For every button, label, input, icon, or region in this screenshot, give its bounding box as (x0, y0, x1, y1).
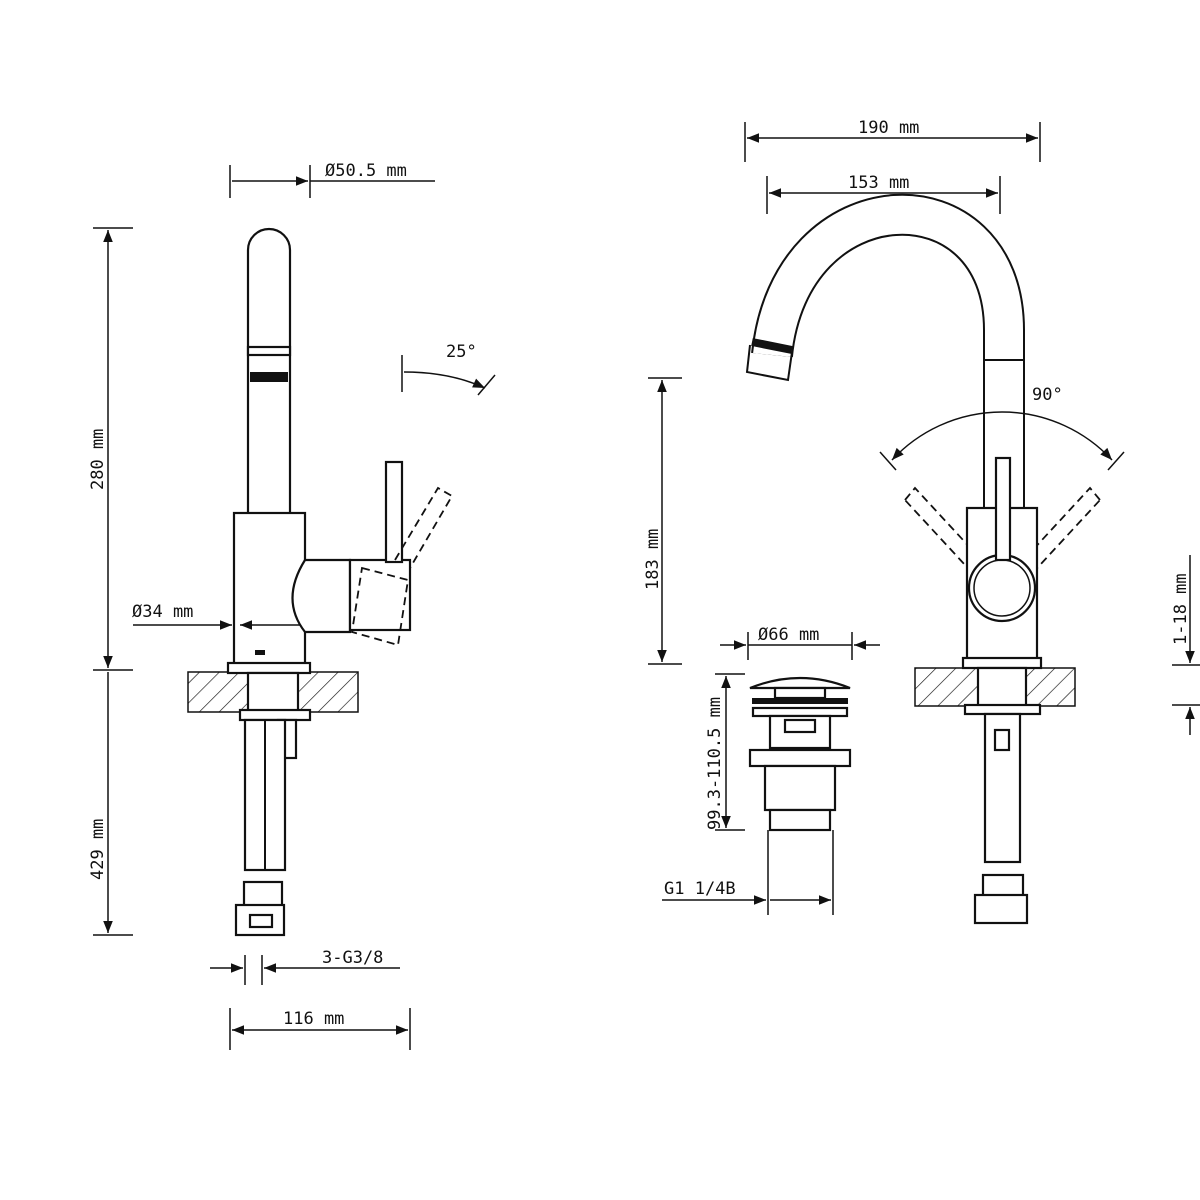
label-connection: 3-G3/8 (322, 948, 383, 968)
front-supply-hoses (983, 712, 1022, 864)
label-depth: 116 mm (283, 1009, 344, 1029)
front-base-plate (961, 656, 1043, 670)
dim-hose-length: 429 mm (88, 672, 133, 936)
front-lever (994, 456, 1012, 562)
waste-body (763, 764, 837, 812)
dim-waste-height: 99.3-110.5 mm (705, 673, 745, 831)
label-total-reach: 190 mm (858, 118, 919, 138)
dim-lever-tilt: 25° (401, 342, 496, 396)
supply-hoses (243, 718, 287, 872)
dim-total-reach: 190 mm (744, 118, 1041, 162)
lever (384, 460, 404, 564)
front-fixing-plate (963, 703, 1042, 716)
front-angle-valve (973, 873, 1029, 925)
dim-waste-thread: G1 1/4B (662, 830, 834, 915)
waste-spring (783, 718, 817, 734)
dim-spout-height: 183 mm (643, 377, 682, 665)
label-spout-height: 183 mm (643, 529, 663, 590)
gooseneck-spout (745, 193, 1025, 517)
front-mounting-stud (976, 666, 1028, 708)
dim-countertop-thickness: 1-18 mm (1171, 555, 1200, 735)
waste-flange (752, 698, 848, 704)
dim-spout-reach: 153 mm (766, 173, 1001, 214)
label-spout-diameter: Ø50.5 mm (325, 161, 407, 181)
side-view: Ø50.5 mm 280 mm 429 mm (88, 161, 496, 1050)
label-lever-tilt: 25° (446, 342, 477, 362)
label-swivel-angle: 90° (1032, 385, 1063, 405)
dim-swivel-angle: 90° (879, 385, 1125, 471)
handle-housing (291, 558, 352, 634)
dim-depth: 116 mm (229, 1008, 411, 1050)
waste-neck (773, 686, 827, 700)
waste-nut (748, 748, 852, 768)
dim-connection: 3-G3/8 (210, 948, 400, 985)
fixing-plate (238, 708, 312, 722)
handle-knob (967, 553, 1037, 623)
pop-up-waste: Ø66 mm 99.3-110.5 mm G1 1/4B (662, 625, 880, 915)
label-hose-length: 429 mm (88, 819, 108, 880)
lever-swing-ghosts (903, 486, 1102, 594)
label-waste-height: 99.3-110.5 mm (705, 697, 725, 830)
label-spout-reach: 153 mm (848, 173, 909, 193)
waste-ring (751, 706, 849, 718)
label-waste-diameter: Ø66 mm (758, 625, 819, 645)
label-countertop-thickness: 1-18 mm (1171, 573, 1191, 645)
mounting-stud (246, 671, 300, 715)
waste-cap (749, 676, 851, 690)
handle-cartridge (348, 558, 412, 632)
waste-tail (768, 808, 832, 832)
lever-tilted-ghost (350, 486, 454, 647)
label-body-diameter: Ø34 mm (132, 602, 193, 622)
dim-body-diameter: Ø34 mm (132, 602, 300, 630)
dim-height-above: 280 mm (88, 227, 133, 671)
dim-spout-diameter: Ø50.5 mm (229, 161, 435, 198)
spout (246, 227, 292, 517)
label-height-above: 280 mm (88, 429, 108, 490)
label-waste-thread: G1 1/4B (664, 879, 736, 899)
front-view: 190 mm 153 mm 90° (643, 118, 1200, 925)
base-plate (226, 661, 312, 675)
angle-valve (234, 880, 286, 937)
dim-waste-diameter: Ø66 mm (720, 625, 880, 660)
